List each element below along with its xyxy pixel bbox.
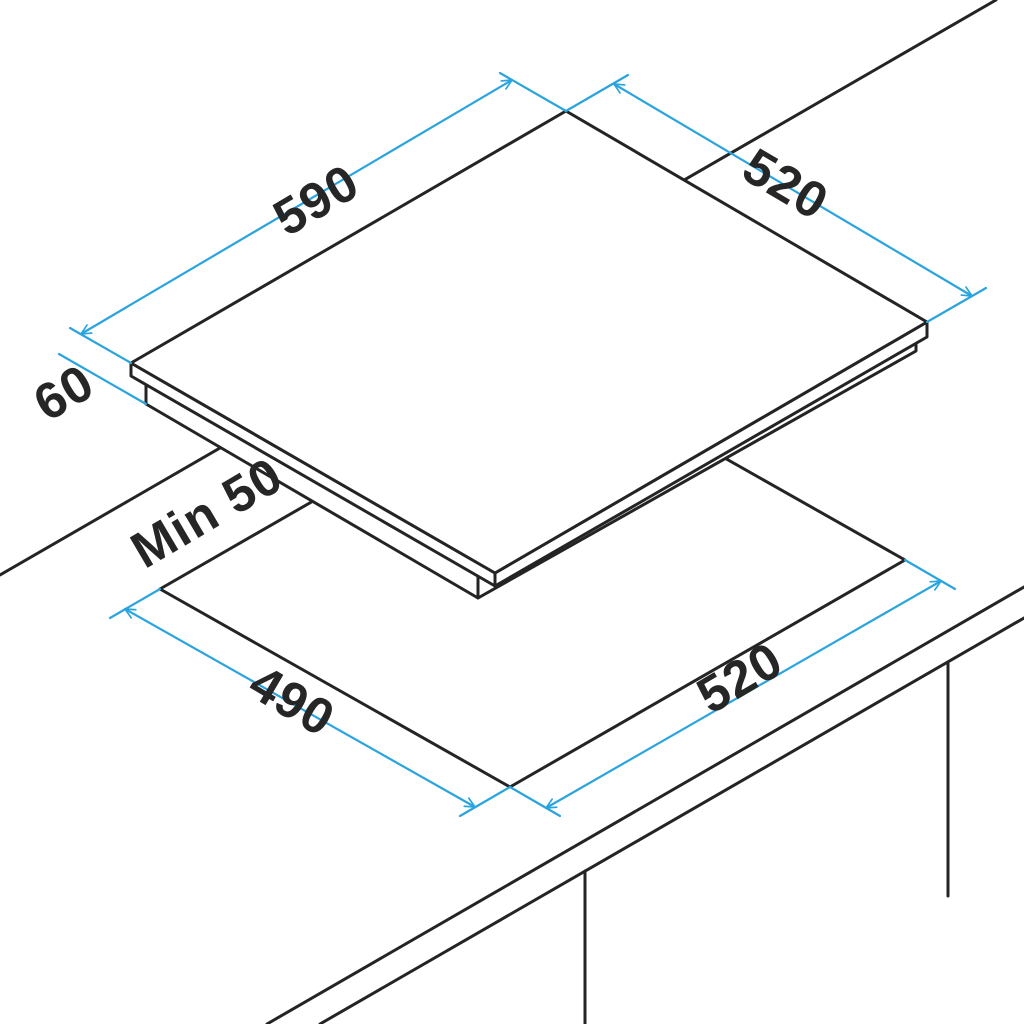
- dimension-label-hob-height: 60: [24, 353, 104, 432]
- dimension-line: [123, 607, 477, 809]
- extension-line: [508, 785, 562, 818]
- dimension-label-cutout-width: 520: [687, 631, 792, 725]
- dimension-cutout-width: 520: [508, 558, 957, 818]
- extension-line: [925, 286, 988, 324]
- extension-line: [68, 326, 133, 365]
- countertop-front-bottom-edge: [318, 616, 1024, 1024]
- extension-line: [108, 587, 162, 620]
- dimension-line: [544, 579, 943, 810]
- extension-line: [564, 73, 630, 113]
- dimension-rear-clearance: Min 50: [121, 446, 292, 579]
- countertop-front-top-edge: [265, 585, 1024, 1024]
- extension-line: [903, 558, 957, 591]
- dimension-cutout-depth: 490: [108, 587, 512, 818]
- dimension-label-hob-width: 590: [264, 153, 369, 247]
- dimension-line: [612, 82, 974, 298]
- dimension-line: [79, 78, 514, 336]
- extension-line: [57, 352, 148, 406]
- extension-line: [458, 785, 512, 818]
- dimension-hob-height: 60: [24, 352, 148, 432]
- dimension-label-cutout-depth: 490: [240, 654, 345, 748]
- extension-line: [498, 71, 568, 113]
- dimension-label-rear-clearance: Min 50: [121, 446, 292, 579]
